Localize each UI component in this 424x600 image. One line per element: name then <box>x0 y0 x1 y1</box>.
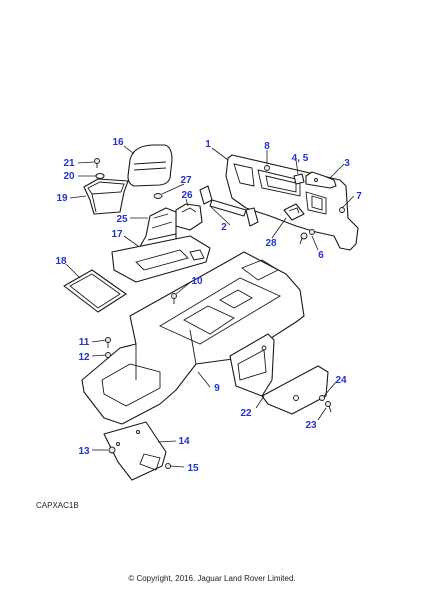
callout-16: 16 <box>112 137 124 148</box>
part-26-boot <box>175 203 203 231</box>
callout-8: 8 <box>264 141 270 152</box>
part-2-trim-strips <box>199 185 259 227</box>
callout-25: 25 <box>116 214 128 225</box>
callout-labels: 1 2 3 4, 5 6 7 8 9 10 11 12 13 14 15 16 … <box>55 137 362 474</box>
part-28-switch-blank <box>283 203 305 221</box>
part-27-grommet <box>153 193 163 199</box>
callout-10: 10 <box>191 276 203 287</box>
callout-4-5: 4, 5 <box>292 153 309 164</box>
callout-2: 2 <box>221 222 227 233</box>
callout-23: 23 <box>305 420 317 431</box>
part-13-clip <box>108 446 116 454</box>
callout-6: 6 <box>318 250 324 261</box>
callout-28: 28 <box>265 238 277 249</box>
part-9-console <box>81 251 305 425</box>
part-17-surround-plate <box>111 235 211 283</box>
part-8-screw <box>264 165 270 171</box>
leader-lines <box>65 145 355 468</box>
callout-1: 1 <box>205 139 211 150</box>
callout-13: 13 <box>78 446 90 457</box>
callout-27: 27 <box>180 175 192 186</box>
part-3-bracket <box>305 171 337 189</box>
part-12-clip <box>105 352 111 358</box>
callout-9: 9 <box>214 383 220 394</box>
callout-7: 7 <box>356 191 362 202</box>
callout-18: 18 <box>55 256 67 267</box>
copyright-notice: © Copyright, 2016. Jaguar Land Rover Lim… <box>128 574 296 583</box>
part-19-storage-bin <box>83 178 129 215</box>
callout-21: 21 <box>63 158 75 169</box>
part-28-bolt <box>299 232 308 245</box>
part-22-bracket <box>229 333 329 415</box>
part-14-plate <box>103 421 167 481</box>
part-16-tray-lid <box>127 144 173 187</box>
callout-24: 24 <box>335 375 347 386</box>
callout-19: 19 <box>56 193 68 204</box>
part-11-screw <box>105 337 111 348</box>
callout-26: 26 <box>181 190 193 201</box>
part-15-screw <box>165 463 171 469</box>
callout-3: 3 <box>344 158 350 169</box>
callout-12: 12 <box>78 352 90 363</box>
part-23-bolt <box>325 401 332 413</box>
part-18-mat <box>63 269 127 313</box>
diagram-reference-code: CAPXAC1B <box>36 501 79 510</box>
part-7-clip <box>339 207 345 213</box>
part-10-screw <box>171 293 177 304</box>
part-6-screw <box>309 229 315 235</box>
part-24-washer <box>319 395 325 401</box>
part-21-screw <box>94 158 100 168</box>
callout-15: 15 <box>187 463 199 474</box>
callout-14: 14 <box>178 436 190 447</box>
part-20-clip <box>95 172 105 180</box>
callout-20: 20 <box>63 171 75 182</box>
callout-22: 22 <box>240 408 252 419</box>
callout-17: 17 <box>111 229 123 240</box>
callout-11: 11 <box>79 337 90 348</box>
part-4-5-clip <box>293 173 305 185</box>
